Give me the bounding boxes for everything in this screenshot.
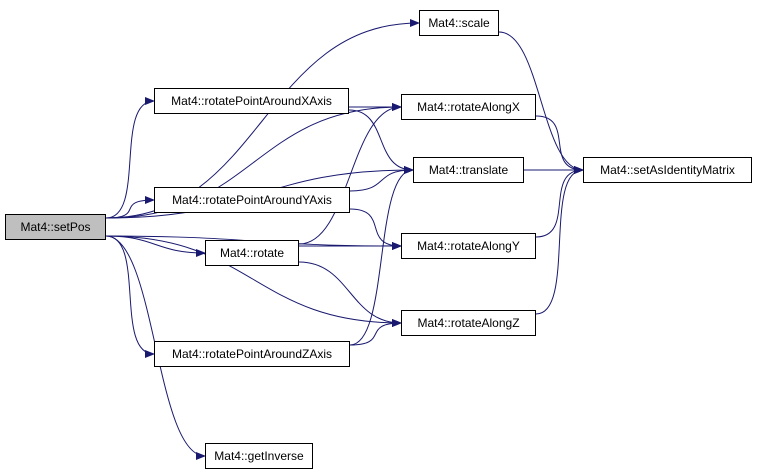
edge-rotate-point-around-z-axis-to-translate (349, 166, 414, 346)
node-label: Mat4::getInverse (214, 449, 304, 463)
edge-scale-to-set-as-identity-matrix (498, 31, 584, 174)
node-label: Mat4::setAsIdentityMatrix (600, 163, 735, 177)
node-get-inverse[interactable]: Mat4::getInverse (205, 443, 313, 469)
edge-setpos-to-rotate-point-around-y-axis (105, 196, 155, 219)
node-rotate[interactable]: Mat4::rotate (205, 240, 299, 266)
node-rotate-point-around-y-axis[interactable]: Mat4::rotatePointAroundYAxis (154, 187, 350, 213)
node-rotate-along-z[interactable]: Mat4::rotateAlongZ (401, 310, 536, 336)
node-label: Mat4::rotatePointAroundYAxis (172, 193, 332, 207)
node-label: Mat4::translate (428, 163, 509, 177)
edge-rotate-point-around-y-axis-to-translate (349, 166, 414, 192)
node-label: Mat4::scale (428, 16, 490, 30)
edge-rotate-point-around-z-axis-to-rotate-along-z (349, 319, 402, 346)
node-translate[interactable]: Mat4::translate (413, 157, 524, 183)
edge-rotate-along-x-to-set-as-identity-matrix (535, 115, 584, 174)
node-label: Mat4::rotatePointAroundZAxis (171, 347, 333, 361)
edge-rotate-point-around-y-axis-to-rotate-along-y (349, 208, 402, 250)
node-label: Mat4::rotateAlongX (417, 100, 520, 114)
node-rotate-along-y[interactable]: Mat4::rotateAlongY (401, 233, 536, 259)
node-label: Mat4::rotatePointAroundXAxis (171, 94, 332, 108)
node-rotate-along-x[interactable]: Mat4::rotateAlongX (401, 94, 536, 120)
edge-setpos-to-rotate-point-around-z-axis (105, 235, 155, 358)
node-label: Mat4::rotateAlongZ (417, 316, 520, 330)
edge-rotate-to-rotate-along-z (298, 261, 402, 327)
node-set-as-identity-matrix[interactable]: Mat4::setAsIdentityMatrix (583, 157, 752, 183)
node-rotate-point-around-x-axis[interactable]: Mat4::rotatePointAroundXAxis (154, 88, 349, 114)
node-label: Mat4::setPos (20, 220, 91, 234)
edge-rotate-to-rotate-along-x (298, 103, 402, 245)
node-label: Mat4::rotateAlongY (417, 239, 520, 253)
edge-rotate-along-y-to-set-as-identity-matrix (535, 166, 584, 238)
node-label: Mat4::rotate (219, 246, 285, 260)
node-scale[interactable]: Mat4::scale (419, 10, 499, 36)
edge-setpos-to-rotate-point-around-x-axis (105, 97, 155, 219)
node-rotate-point-around-z-axis[interactable]: Mat4::rotatePointAroundZAxis (154, 341, 350, 367)
edge-rotate-along-z-to-set-as-identity-matrix (535, 166, 584, 315)
edge-rotate-point-around-x-axis-to-translate (348, 109, 414, 174)
edge-setpos-to-rotate-along-z (105, 235, 402, 327)
node-setpos: Mat4::setPos (5, 214, 106, 240)
